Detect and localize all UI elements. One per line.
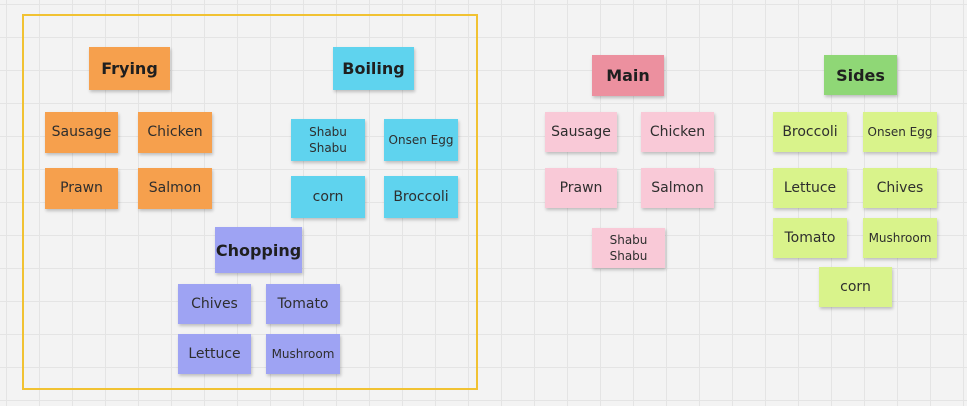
- sides-note-mushroom[interactable]: Mushroom: [863, 218, 937, 258]
- sides-note-lettuce[interactable]: Lettuce: [773, 168, 847, 208]
- chopping-header-note[interactable]: Chopping: [215, 227, 302, 273]
- boiling-note-onsen-egg[interactable]: Onsen Egg: [384, 119, 458, 161]
- cooking-frame[interactable]: [22, 14, 478, 390]
- frying-note-salmon[interactable]: Salmon: [138, 168, 212, 209]
- chopping-note-mushroom[interactable]: Mushroom: [266, 334, 340, 374]
- chopping-note-tomato[interactable]: Tomato: [266, 284, 340, 324]
- main-note-prawn[interactable]: Prawn: [545, 168, 617, 208]
- boiling-note-corn[interactable]: corn: [291, 176, 365, 218]
- boiling-note-broccoli[interactable]: Broccoli: [384, 176, 458, 218]
- boiling-note-shabu-shabu[interactable]: Shabu Shabu: [291, 119, 365, 161]
- frying-note-prawn[interactable]: Prawn: [45, 168, 118, 209]
- sides-note-tomato[interactable]: Tomato: [773, 218, 847, 258]
- main-note-sausage[interactable]: Sausage: [545, 112, 617, 152]
- sides-note-onsen-egg[interactable]: Onsen Egg: [863, 112, 937, 152]
- sides-note-corn[interactable]: corn: [819, 267, 892, 307]
- main-note-shabu-shabu[interactable]: Shabu Shabu: [592, 228, 665, 268]
- chopping-note-lettuce[interactable]: Lettuce: [178, 334, 251, 374]
- main-note-salmon[interactable]: Salmon: [641, 168, 714, 208]
- boiling-header-note[interactable]: Boiling: [333, 47, 414, 90]
- frying-header-note[interactable]: Frying: [89, 47, 170, 90]
- frying-note-sausage[interactable]: Sausage: [45, 112, 118, 153]
- frying-note-chicken[interactable]: Chicken: [138, 112, 212, 153]
- sides-note-broccoli[interactable]: Broccoli: [773, 112, 847, 152]
- main-note-chicken[interactable]: Chicken: [641, 112, 714, 152]
- main-header-note[interactable]: Main: [592, 55, 664, 96]
- sides-header-note[interactable]: Sides: [824, 55, 897, 95]
- chopping-note-chives[interactable]: Chives: [178, 284, 251, 324]
- sides-note-chives[interactable]: Chives: [863, 168, 937, 208]
